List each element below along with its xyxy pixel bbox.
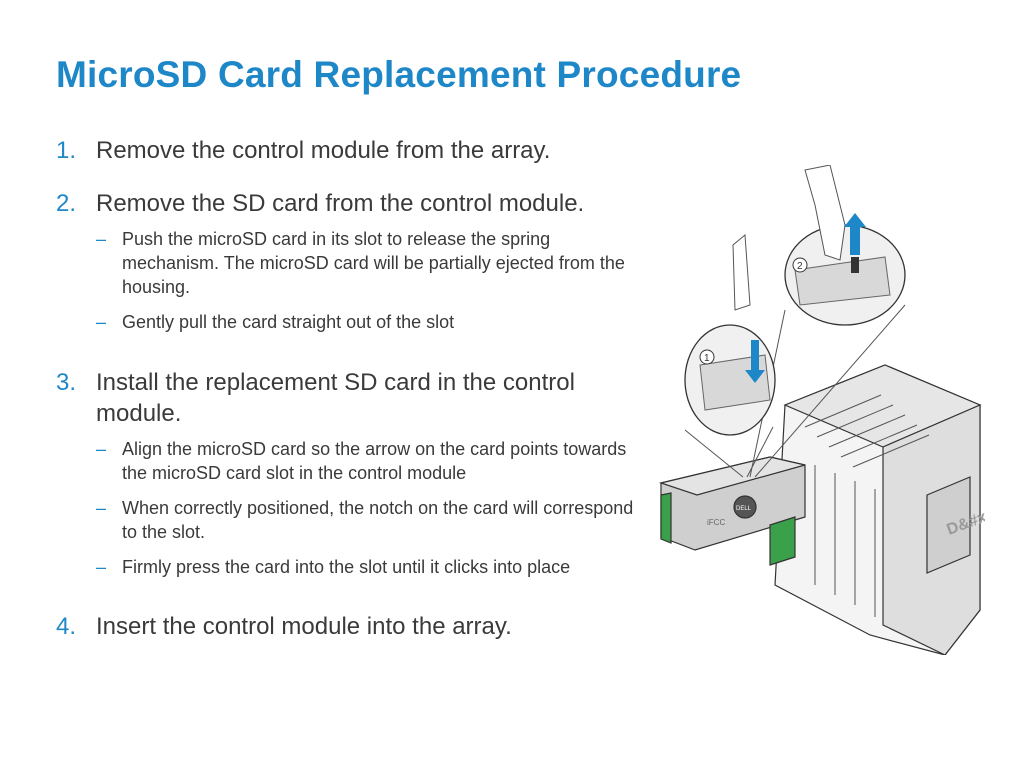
dash-marker: –: [96, 557, 107, 577]
control-module: [658, 456, 806, 566]
substep-text: When correctly positioned, the notch on …: [122, 498, 634, 542]
procedure-steps: 1. Remove the control module from the ar…: [56, 135, 646, 664]
page-title: MicroSD Card Replacement Procedure: [56, 54, 742, 95]
dash-marker: –: [96, 439, 107, 459]
step-number: 4.: [56, 613, 77, 640]
substep-text: Gently pull the card straight out of the…: [122, 312, 455, 332]
substeps: – Align the microSD card so the arrow on…: [96, 437, 646, 579]
module-logo: DELL: [736, 506, 752, 512]
step-1: 1. Remove the control module from the ar…: [56, 135, 646, 166]
substep: – Align the microSD card so the arrow on…: [96, 437, 646, 485]
substep: – Push the microSD card in its slot to r…: [96, 227, 646, 299]
substep-text: Firmly press the card into the slot unti…: [122, 557, 571, 577]
step-2: 2. Remove the SD card from the control m…: [56, 188, 646, 345]
dash-marker: –: [96, 312, 107, 332]
pull-up-arrow-icon: [844, 213, 866, 255]
step-number: 2.: [56, 190, 77, 217]
substeps: – Push the microSD card in its slot to r…: [96, 227, 646, 334]
step-text: Remove the control module from the array…: [96, 137, 551, 164]
substep: – Gently pull the card straight out of t…: [96, 310, 646, 334]
step-text: Insert the control module into the array…: [96, 613, 512, 640]
step-text: Remove the SD card from the control modu…: [96, 190, 585, 217]
step-number: 3.: [56, 369, 77, 396]
callout-step-1: 1: [684, 233, 776, 436]
microsd-replacement-illustration: D&#x2215;LL DELL iFCC 1 2: [658, 165, 985, 655]
step-text: Install the replacement SD card in the c…: [96, 369, 575, 427]
dash-marker: –: [96, 498, 107, 518]
callout-number-2: 2: [797, 261, 803, 272]
push-down-arrow-icon: [745, 340, 765, 383]
callout-step-2: 2: [784, 165, 906, 326]
substep: – Firmly press the card into the slot un…: [96, 555, 646, 579]
callout-number-1: 1: [704, 353, 710, 364]
substep-text: Align the microSD card so the arrow on t…: [122, 439, 627, 483]
substep-text: Push the microSD card in its slot to rel…: [122, 229, 625, 297]
step-3: 3. Install the replacement SD card in th…: [56, 367, 646, 590]
step-number: 1.: [56, 137, 77, 164]
step-4: 4. Insert the control module into the ar…: [56, 612, 646, 642]
storage-array-chassis: [774, 364, 982, 655]
substep: – When correctly positioned, the notch o…: [96, 496, 646, 544]
dash-marker: –: [96, 229, 107, 249]
module-label: iFCC: [707, 518, 725, 527]
